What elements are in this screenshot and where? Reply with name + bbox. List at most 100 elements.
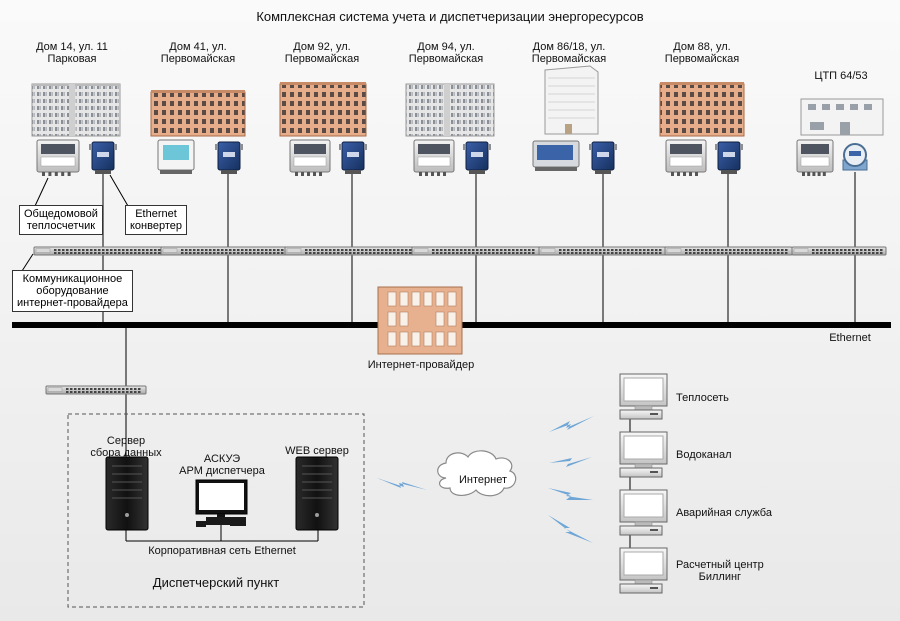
field-devices [36,139,868,176]
isp-equipment-callout-line2: оборудование [36,285,109,297]
switch-icon [538,246,667,256]
client-3-label: Аварийная служба [676,507,772,519]
client-pc-icon [619,489,668,536]
client-4-label-line1: Расчетный центр [676,559,764,571]
meter-display-icon [157,139,195,174]
flow-meter-icon [842,143,868,171]
client-2-label-line1: Водоканал [676,449,732,461]
isp-label: Интернет-провайдер [367,359,475,371]
building-2-icon [150,90,246,137]
isp-equipment-callout-line1: Коммуникационное [22,273,123,285]
ethernet-backbone-label: Ethernet [829,332,871,344]
switch-icon [791,246,887,256]
building-5-line1: Дом 86/18, ул. [532,41,606,53]
heat-meter-icon [413,139,455,176]
corporate-network-label: Корпоративная сеть Ethernet [148,545,296,557]
meter-1-caption: СПТ961.1 [43,161,71,167]
web-server-label: WEB сервер [285,445,349,457]
client-pc-icon [619,547,668,594]
building-6-label: Дом 88, ул. Первомайская [652,41,752,65]
switch-icon [284,246,420,256]
data-server-label-line1: Сервер [106,435,146,447]
meter-3-caption: СПТ961.1 [296,161,324,167]
ethernet-converter-icon [463,141,491,174]
building-1-icon [31,83,121,137]
ctp-label: ЦТП 64/53 [796,70,886,82]
building-1-line1: Дом 14, ул. 11 [36,41,108,53]
meter-panel-icon [532,140,580,171]
heat-meter-callout-line2: теплосчетчик [26,220,96,232]
isp-building-icon [377,286,463,355]
switch-icon [33,246,178,256]
building-6-line2: Первомайская [664,53,740,65]
building-3-line1: Дом 92, ул. [293,41,351,53]
client-4-label-line2: Биллинг [698,571,742,583]
building-6-line1: Дом 88, ул. [673,41,731,53]
wireless-link-icons [377,416,594,543]
building-4-line2: Первомайская [408,53,484,65]
heat-meter-callout: Общедомовой теплосчетчик [19,205,103,235]
building-5-label: Дом 86/18, ул. Первомайская [519,41,619,65]
building-3-label: Дом 92, ул. Первомайская [272,41,372,65]
heat-meter-icon [289,139,331,176]
ethernet-converter-icon [589,141,617,174]
askue-label-line1: АСКУЭ [203,453,241,465]
askue-label-line2: АРМ диспетчера [179,465,265,477]
ctp-building-icon [800,98,884,136]
building-1-line2: Парковая [47,53,97,65]
building-4-icon [405,83,495,137]
client-pc-icon [619,431,668,478]
ethernet-converter-icon [715,141,743,174]
building-3-line2: Первомайская [284,53,360,65]
client-pc-icon [619,373,668,420]
ethernet-converter-icon [89,141,117,174]
diagram-title: Комплексная система учета и диспетчериза… [256,9,644,24]
network-switches [33,246,887,395]
building-1-label: Дом 14, ул. 11 Парковая [22,41,122,65]
switch-icon [45,385,147,395]
dispatch-center-title: Диспетчерский пункт [152,575,280,590]
client-4-label: Расчетный центр Биллинг [676,559,764,583]
building-6-icon [659,82,745,137]
internet-cloud-icon [437,450,517,497]
internet-label: Интернет [459,474,507,486]
data-server-label: Сервер сбора данных [76,435,176,459]
isp-equipment-callout-line3: интернет-провайдера [17,297,128,309]
heat-meter-icon [796,139,834,176]
dispatch-center-frame [67,413,365,608]
ctp-line1: ЦТП 64/53 [814,70,868,82]
ethernet-converter-icon [215,141,243,174]
client-3-label-line1: Аварийная служба [676,507,772,519]
building-3-icon [279,82,367,137]
building-2-line1: Дом 41, ул. [169,41,227,53]
operator-workstation-icon [195,479,248,527]
building-5-line2: Первомайская [531,53,607,65]
askue-label: АСКУЭ АРМ диспетчера [172,453,272,477]
data-server-label-line2: сбора данных [90,447,162,459]
switch-icon [160,246,296,256]
web-server-icon [295,456,339,531]
ethernet-converter-icon [339,141,367,174]
client-1-label-line1: Теплосеть [676,392,729,404]
building-4-line1: Дом 94, ул. [417,41,475,53]
switch-icon [411,246,541,256]
client-computers [619,373,668,594]
heat-meter-icon [36,139,80,176]
heat-meter-icon [665,139,707,176]
client-1-label: Теплосеть [676,392,729,404]
isp-equipment-callout: Коммуникационное оборудование интернет-п… [12,270,133,312]
heat-meter-callout-line1: Общедомовой [24,208,98,220]
ethernet-converter-callout: Ethernet конвертер [125,205,187,235]
building-2-line2: Первомайская [160,53,236,65]
building-4-label: Дом 94, ул. Первомайская [396,41,496,65]
ethernet-converter-callout-line2: конвертер [130,220,182,232]
meter-4-caption: СПТ961.1 [420,161,448,167]
ethernet-converter-callout-line1: Ethernet [135,208,177,220]
building-2-label: Дом 41, ул. Первомайская [148,41,248,65]
meter-7-caption: СПТ942 [805,161,829,167]
building-5-icon [544,65,599,135]
meter-6-caption: СПТ961.1 [672,161,700,167]
data-collection-server-icon [105,456,149,531]
